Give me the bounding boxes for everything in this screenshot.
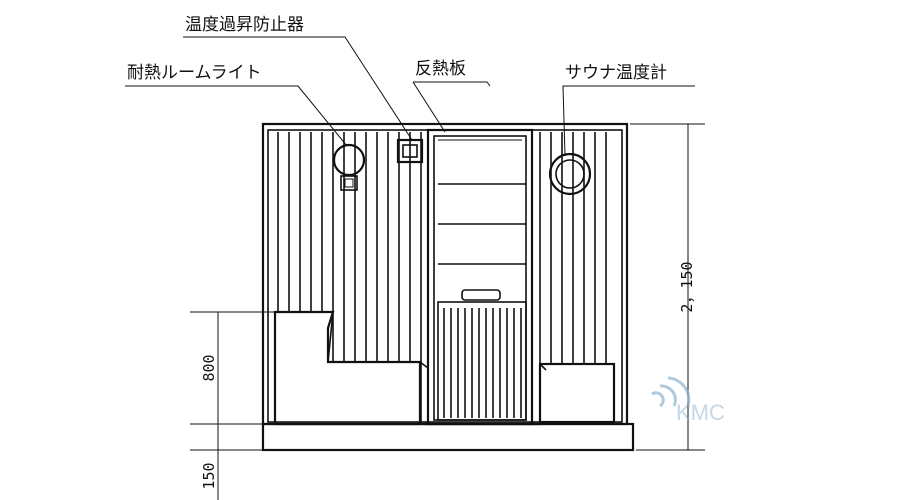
leader-temp-limiter	[183, 36, 413, 141]
stove-guard-slats	[443, 308, 522, 418]
leader-reflector-top	[413, 81, 491, 87]
label-thermometer: サウナ温度計	[565, 63, 667, 83]
sauna-thermometer	[548, 152, 592, 196]
kmc-watermark: KMC	[651, 376, 725, 425]
label-room-light: 耐熱ルームライト	[127, 63, 262, 83]
dim-text-bench: 800	[200, 354, 218, 381]
dim-text-base: 150	[200, 462, 218, 489]
label-temp-limiter: 温度過昇防止器	[185, 15, 304, 35]
dimension-bench-height: 800 150	[190, 311, 274, 500]
limiter-inner	[402, 144, 418, 158]
room-light	[332, 143, 366, 191]
right-wall-slats	[539, 132, 607, 364]
left-bench	[273, 310, 429, 426]
temperature-limiter	[396, 138, 424, 164]
leader-thermometer	[562, 85, 695, 157]
light-globe	[332, 143, 366, 177]
leader-room-light	[125, 85, 348, 147]
watermark-text: KMC	[676, 400, 725, 425]
light-mount	[340, 175, 358, 191]
sauna-stove	[437, 301, 527, 421]
leader-reflector	[412, 81, 446, 133]
right-bench-edge	[539, 363, 547, 371]
bench-back-edge	[327, 311, 334, 363]
limiter-box	[396, 138, 424, 164]
left-wall-slats	[277, 132, 422, 424]
thermometer-outer	[548, 152, 592, 196]
thermometer-dial	[555, 159, 585, 189]
stove-top-stones	[461, 289, 501, 301]
right-bench-outline	[538, 362, 616, 424]
door-module	[424, 128, 540, 426]
light-mount-inner	[344, 178, 354, 188]
cabin-shell	[261, 122, 635, 452]
door-inner-frame	[433, 135, 527, 421]
leader-lines	[125, 36, 695, 157]
label-reflector: 反熱板	[415, 59, 466, 79]
cabin-base	[261, 422, 635, 452]
cabin-inner-outline	[267, 129, 623, 423]
watermark-wave-icon-2	[659, 384, 677, 407]
watermark-wave-icon	[667, 376, 691, 407]
right-bench	[538, 362, 616, 424]
dim-text-total: 2，150	[678, 261, 696, 312]
watermark-wave-icon-3	[651, 391, 665, 408]
